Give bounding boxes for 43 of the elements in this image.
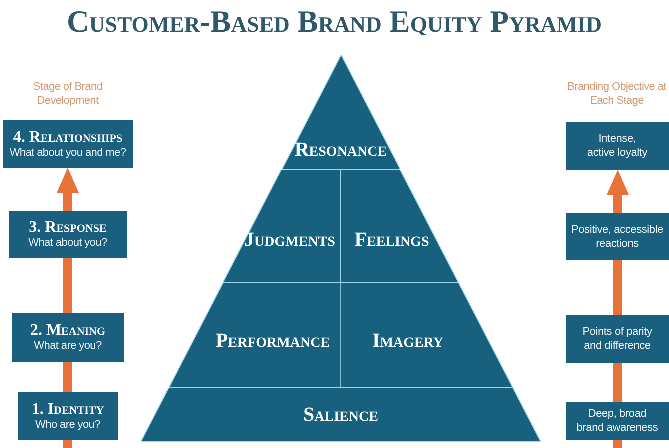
- pyramid-tier: [141, 388, 541, 442]
- objective-box: [566, 213, 669, 260]
- stage-name: 2. Meaning: [30, 322, 106, 340]
- pyramid-tier: [282, 55, 400, 170]
- tier-label: Imagery: [372, 330, 444, 352]
- connector-line: [64, 440, 72, 448]
- objective-text: Deep, broad brand awareness: [576, 407, 660, 435]
- tier-label: Resonance: [294, 139, 388, 161]
- stage-name: 4. Relationships: [13, 128, 123, 146]
- pyramid-tier: [223, 170, 341, 283]
- stage-question: Who are you?: [36, 418, 100, 432]
- column-heading: Stage of Brand Development: [32, 80, 104, 108]
- stage-box: [9, 211, 127, 258]
- stage-box: [18, 392, 118, 440]
- objective-text: Positive, accessible reactions: [570, 222, 664, 250]
- stage-name: 3. Response: [29, 219, 107, 237]
- stage-box: [3, 120, 133, 168]
- objective-text: Points of parity and difference: [582, 325, 654, 353]
- connector-line: [614, 260, 622, 315]
- title: Customer-Based Brand Equity Pyramid: [67, 3, 602, 41]
- objective-box: [566, 122, 669, 170]
- objective-box: [566, 402, 669, 440]
- connector-line: [613, 440, 622, 448]
- column-heading: Branding Objective at Each Stage: [567, 80, 667, 108]
- stage-question: What about you?: [28, 237, 108, 250]
- tier-label: Performance: [216, 330, 330, 352]
- stage-question: What about you and me?: [10, 146, 126, 160]
- tier-label: Salience: [304, 404, 378, 426]
- connector-line: [64, 258, 72, 313]
- connector-line: [614, 363, 622, 402]
- pyramid-tier: [341, 283, 514, 388]
- pyramid-tier: [341, 170, 459, 283]
- stage-question: What are you?: [34, 340, 102, 353]
- tier-label: Judgments: [244, 229, 336, 251]
- tier-label: Feelings: [354, 229, 430, 251]
- stage-name: 1. Identity: [32, 400, 104, 418]
- arrow: [607, 170, 629, 213]
- stage-box: [12, 313, 124, 362]
- objective-text: Intense, active loyalty: [586, 132, 649, 160]
- objective-box: [566, 315, 669, 363]
- connector-line: [64, 362, 72, 392]
- arrow: [57, 168, 79, 211]
- pyramid-tier: [168, 283, 341, 388]
